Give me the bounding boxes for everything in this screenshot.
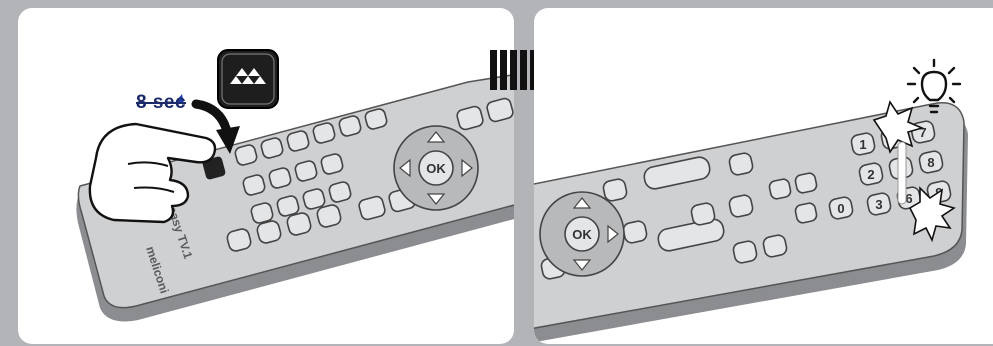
meliconi-logo-icon [218, 50, 278, 108]
hold-duration-label: 8 sec [136, 92, 186, 114]
step-one-panel: OK meliconi easy TV.1 8 sec [18, 8, 514, 344]
dpad-right: OK [540, 192, 624, 276]
key-2: 2 [867, 167, 874, 182]
key-0: 0 [837, 201, 844, 216]
key-3: 3 [875, 197, 882, 212]
ok-label-right: OK [572, 227, 592, 242]
key-1: 1 [859, 137, 866, 152]
remote-illustration-right: OK 1 4 7 2 5 8 3 6 9 0 [534, 8, 993, 344]
dpad-left: OK [394, 126, 478, 210]
step-two-panel: OK 1 4 7 2 5 8 3 6 9 0 [534, 8, 993, 344]
key-8: 8 [927, 155, 934, 170]
ok-label: OK [426, 161, 446, 176]
remote-illustration-left: OK meliconi easy TV.1 [18, 8, 514, 344]
